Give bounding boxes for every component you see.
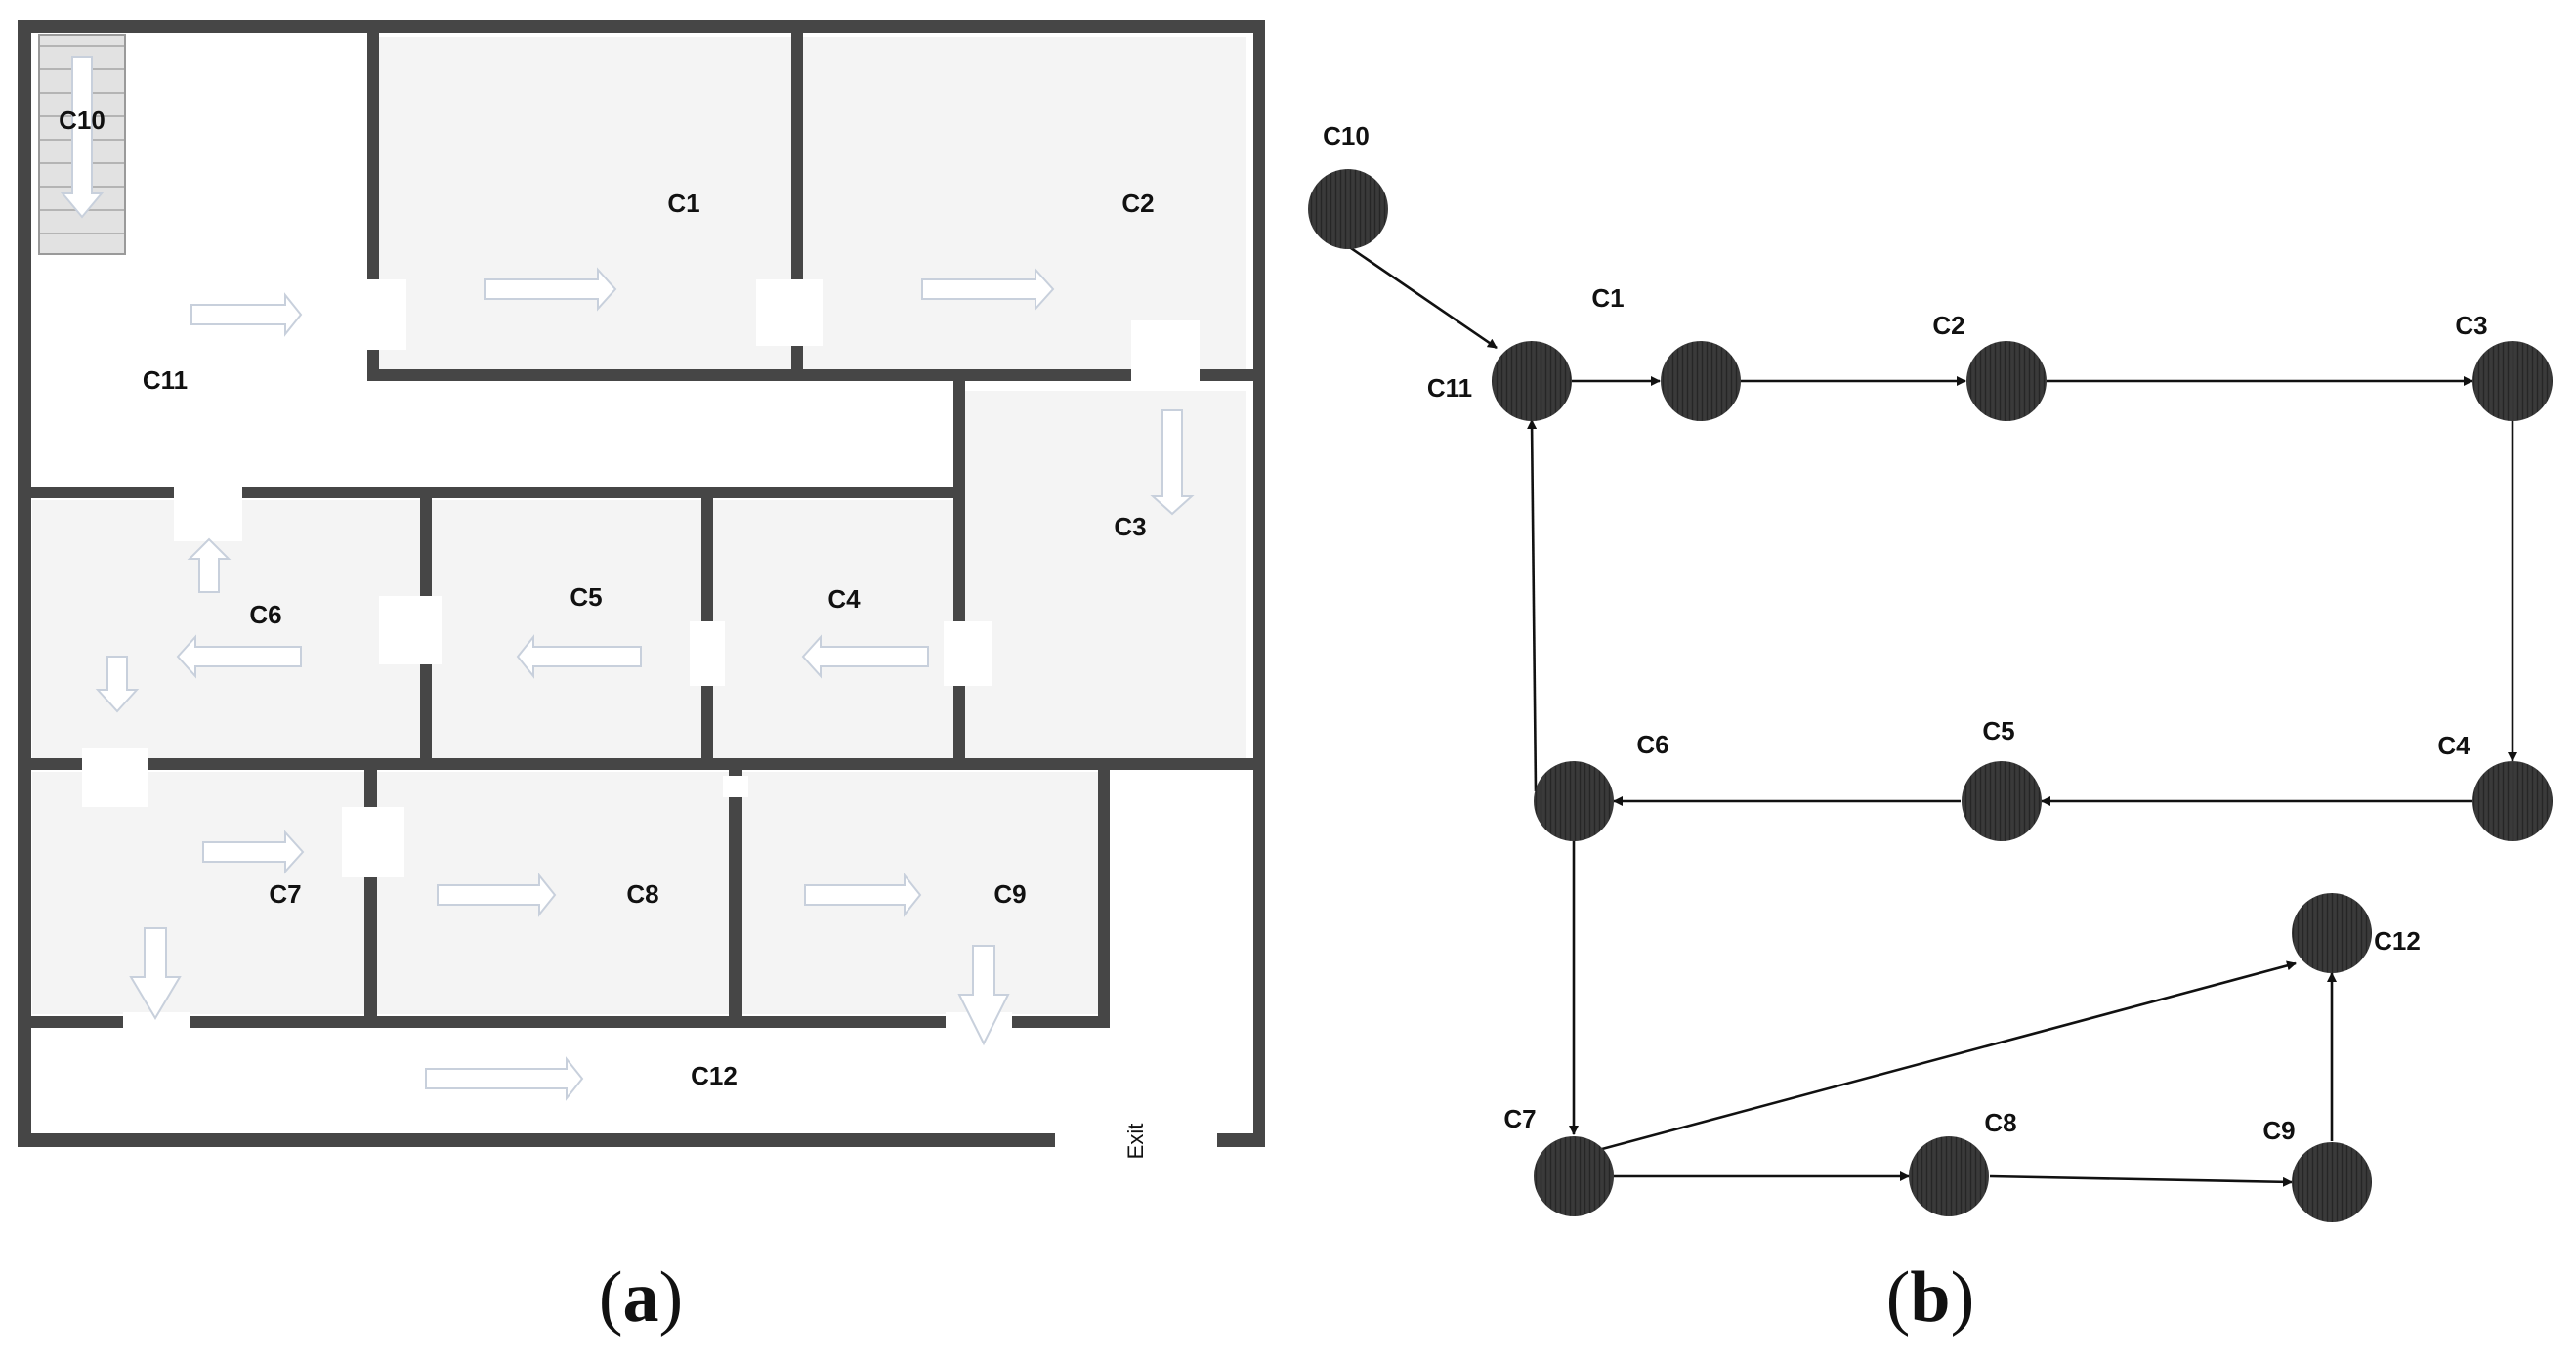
node-c12: [2292, 893, 2372, 973]
node-c9: [2292, 1142, 2372, 1222]
right-arrow-icon: [484, 267, 617, 312]
room-c6: [32, 500, 420, 758]
right-arrow-icon: [804, 873, 922, 917]
label-c10: C10: [59, 106, 106, 135]
exit-label: Exit: [1123, 1124, 1148, 1160]
edge-c8-c9: [1989, 1174, 2293, 1187]
node-c5: [1962, 761, 2042, 841]
room-c5: [432, 500, 701, 758]
node-label-c6: C6: [1636, 730, 1668, 759]
up-arrow-icon: [187, 537, 232, 593]
room-c7: [32, 772, 364, 1014]
down-arrow-icon: [957, 945, 1010, 1046]
doors: [82, 279, 1217, 1157]
label-c1: C1: [667, 189, 699, 218]
room-labels: C10 C1 C2 C11 C3 C6 C5 C4 C7 C8 C9 C12 E…: [59, 106, 1154, 1159]
edge-c10-c11: [1347, 244, 1498, 350]
graph: C10 C1 C11 C2 C3 C6 C5 C4 C12 C7 C8 C9 (…: [1308, 121, 2553, 1338]
node-label-c10: C10: [1323, 121, 1370, 150]
node-c7: [1534, 1136, 1614, 1216]
left-arrow-icon: [176, 634, 302, 679]
graph-nodes: [1308, 169, 2553, 1222]
label-c2: C2: [1121, 189, 1154, 218]
right-arrow-icon: [190, 292, 303, 337]
node-label-c12: C12: [2374, 926, 2421, 956]
node-label-c7: C7: [1503, 1104, 1536, 1133]
right-arrow-icon: [425, 1056, 584, 1101]
label-c12: C12: [691, 1061, 738, 1090]
right-arrow-icon: [437, 873, 557, 917]
label-c3: C3: [1114, 512, 1146, 541]
flow-arrows: [95, 267, 1195, 1101]
node-c4: [2472, 761, 2553, 841]
right-arrow-icon: [921, 267, 1055, 312]
label-c9: C9: [993, 879, 1026, 909]
room-c9: [742, 772, 1098, 1014]
node-label-c5: C5: [1982, 716, 2014, 745]
node-c1: [1661, 341, 1741, 421]
node-c10: [1308, 169, 1388, 249]
room-c3: [965, 391, 1246, 758]
room-c2: [803, 37, 1246, 369]
node-label-c1: C1: [1591, 283, 1624, 313]
label-c4: C4: [827, 584, 861, 614]
node-c2: [1966, 341, 2047, 421]
node-c8: [1909, 1136, 1989, 1216]
node-label-c8: C8: [1984, 1108, 2016, 1137]
caption-a: (a): [599, 1257, 683, 1338]
left-arrow-icon: [801, 634, 929, 679]
node-label-c2: C2: [1932, 311, 1964, 340]
node-c3: [2472, 341, 2553, 421]
stairs-down-arrow-icon: [60, 56, 105, 219]
down-arrow-icon: [1150, 409, 1195, 516]
node-label-c3: C3: [2455, 311, 2487, 340]
down-arrow-icon: [129, 927, 182, 1020]
node-label-c11: C11: [1427, 373, 1472, 403]
node-label-c4: C4: [2437, 731, 2470, 760]
edge-c6-c11: [1527, 419, 1538, 792]
label-c8: C8: [626, 879, 658, 909]
label-c5: C5: [570, 582, 602, 612]
caption-b: (b): [1886, 1257, 1974, 1338]
graph-node-labels: C10 C1 C11 C2 C3 C6 C5 C4 C12 C7 C8 C9: [1323, 121, 2487, 1145]
right-arrow-icon: [202, 830, 305, 874]
node-c6: [1534, 761, 1614, 841]
graph-edges: [1347, 244, 2517, 1187]
label-c7: C7: [269, 879, 301, 909]
left-arrow-icon: [516, 634, 642, 679]
node-c11: [1492, 341, 1572, 421]
floorplan: C10 C1 C2 C11 C3 C6 C5 C4 C7 C8 C9 C12 E…: [18, 20, 1265, 1338]
node-label-c9: C9: [2262, 1116, 2295, 1145]
room-c4: [713, 500, 955, 758]
label-c11: C11: [143, 365, 188, 395]
edge-c7-c12: [1601, 960, 2297, 1151]
down-arrow-icon: [95, 656, 140, 713]
label-c6: C6: [249, 600, 281, 629]
room-c1: [379, 37, 791, 369]
